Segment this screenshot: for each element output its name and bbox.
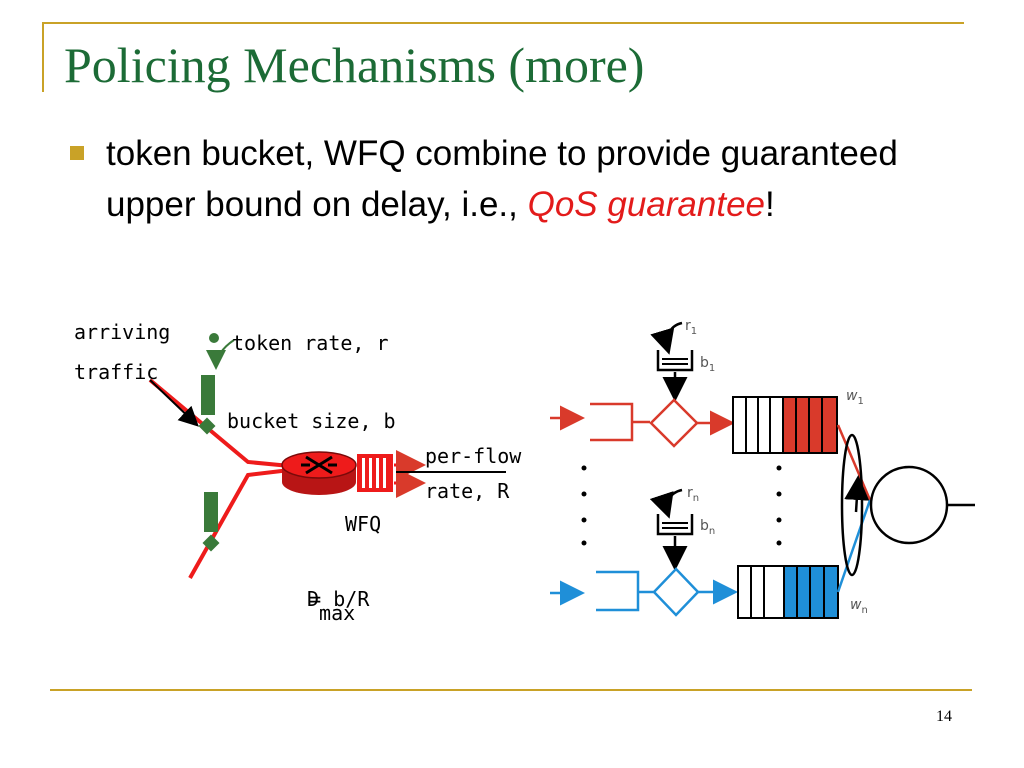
delay-max-subscript: max: [319, 601, 356, 625]
bucket-size-label: bucket size, b: [227, 409, 396, 433]
page-number: 14: [936, 708, 952, 725]
traffic-label: traffic: [74, 360, 159, 384]
server-icon: [869, 465, 949, 545]
wfq-label: WFQ: [345, 512, 382, 536]
wfq-queue: [357, 454, 393, 492]
queue-bottom: [737, 565, 839, 619]
router-icon: [281, 451, 357, 495]
bullet-end: !: [765, 185, 775, 224]
bucket-icon-top: [656, 350, 694, 372]
rn-label: rn: [687, 485, 700, 504]
ellipsis-dots-right: [776, 465, 782, 546]
regulator-diamond-bottom: [652, 567, 700, 617]
token-rate-label: token rate, r: [232, 331, 389, 355]
bullet-square-icon: [70, 146, 84, 160]
queue-to-scheduler-bottom: [836, 499, 872, 593]
bn-label: bn: [700, 518, 716, 537]
arriving-label: arriving: [74, 320, 171, 344]
token-bucket-bottom: [204, 492, 218, 532]
footer-divider: [50, 689, 972, 691]
round-robin-arrow: [844, 475, 870, 513]
wn-label: wn: [850, 597, 868, 616]
token-arrow: [206, 339, 235, 370]
bullet-emphasis: QoS guarantee: [527, 185, 766, 224]
delay-d: D: [307, 587, 320, 611]
classifier-bracket-bottom: [596, 570, 640, 612]
bullet-text: token bucket, WFQ combine to provide gua…: [106, 128, 966, 230]
wfq-scheduler-diagram: [550, 321, 975, 619]
token-input-arrow-top: [650, 321, 683, 355]
queue-top: [732, 396, 838, 454]
slide-title: Policing Mechanisms (more): [64, 37, 645, 93]
bucket-diamond-top: [198, 417, 216, 435]
title-frame-top: [42, 22, 964, 24]
token-bucket-top: [201, 375, 215, 415]
b1-label: b1: [700, 355, 716, 374]
bullet-body: token bucket, WFQ combine to provide gua…: [106, 134, 898, 224]
delay-formula: Dmax= b/R: [307, 587, 370, 625]
ellipsis-dots-left: [581, 465, 587, 546]
title-frame-left: [42, 22, 44, 92]
token-input-arrow-bottom: [649, 488, 683, 519]
regulator-diamond-top: [649, 398, 699, 448]
round-robin-ellipse: [840, 433, 864, 577]
token-bucket-diagram: [148, 333, 506, 579]
per-flow-label: per-flow: [425, 444, 522, 468]
classifier-bracket-top: [590, 402, 634, 442]
w1-label: w1: [846, 388, 864, 407]
r1-label: r1: [685, 318, 698, 337]
bucket-diamond-bottom: [202, 534, 220, 552]
bucket-icon-bottom: [656, 514, 694, 536]
rate-label: rate, R: [425, 479, 510, 503]
delay-rest: = b/R: [309, 587, 370, 611]
arriving-arrow: [149, 379, 199, 427]
token-icon: [209, 333, 219, 343]
